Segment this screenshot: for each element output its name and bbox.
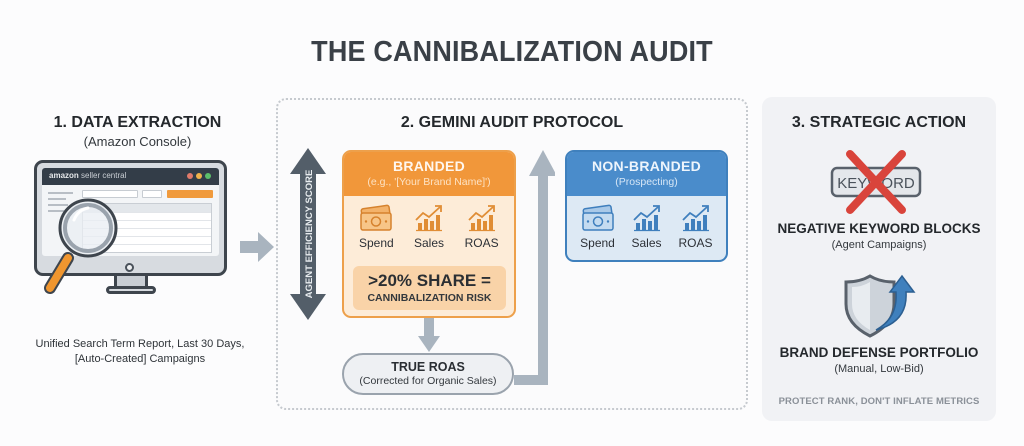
branded-metric-spend: Spend xyxy=(351,204,401,250)
diagram-title: THE CANNIBALIZATION AUDIT xyxy=(311,36,713,68)
seller-central-screen: amazon seller central xyxy=(42,168,219,256)
negative-keyword-title: NEGATIVE KEYWORD BLOCKS xyxy=(777,221,981,236)
non-branded-subtitle: (Prospecting) xyxy=(615,176,678,188)
non-branded-metric-spend: Spend xyxy=(573,204,622,250)
blocked-keyword-icon: KEYWORD xyxy=(830,150,922,214)
data-source-caption: Unified Search Term Report, Last 30 Days… xyxy=(35,338,245,365)
non-branded-metric-roas: ROAS xyxy=(671,204,720,250)
monitor-icon: amazon seller central xyxy=(34,160,227,295)
branded-title: BRANDED xyxy=(392,158,466,174)
section1-subtitle: (Amazon Console) xyxy=(83,134,192,149)
non-branded-card: NON-BRANDED (Prospecting) Spend Sales xyxy=(565,150,728,262)
svg-text:AGENT EFFICIENCY SCORE: AGENT EFFICIENCY SCORE xyxy=(304,170,315,299)
arrow-right-icon xyxy=(240,232,274,262)
section3-title: 3. STRATEGIC ACTION xyxy=(791,114,967,131)
magnifier-icon xyxy=(44,198,118,294)
section1-title: 1. DATA EXTRACTION xyxy=(53,114,222,131)
branded-subtitle: (e.g., '[Your Brand Name]') xyxy=(367,176,491,188)
true-roas-node: TRUE ROAS (Corrected for Organic Sales) xyxy=(342,353,514,395)
non-branded-metric-sales: Sales xyxy=(622,204,671,250)
window-dots-icon xyxy=(187,173,211,179)
cannibalization-risk-callout: >20% SHARE = CANNIBALIZATION RISK xyxy=(353,266,506,310)
bar-chart-up-icon xyxy=(415,205,442,232)
branded-metric-sales: Sales xyxy=(404,204,454,250)
strategic-action-panel xyxy=(762,97,996,421)
brand-defense-subtitle: (Manual, Low-Bid) xyxy=(834,363,924,375)
money-icon xyxy=(360,204,393,231)
section2-title: 2. GEMINI AUDIT PROTOCOL xyxy=(400,114,624,131)
bar-chart-up-icon xyxy=(468,205,495,232)
negative-keyword-subtitle: (Agent Campaigns) xyxy=(831,239,927,251)
money-icon xyxy=(581,204,614,231)
efficiency-double-arrow-icon: AGENT EFFICIENCY SCORE xyxy=(290,148,326,320)
arrow-down-icon xyxy=(418,318,440,352)
brand-defense-title: BRAND DEFENSE PORTFOLIO xyxy=(779,345,979,360)
non-branded-title: NON-BRANDED xyxy=(591,158,702,174)
branded-metric-roas: ROAS xyxy=(457,204,507,250)
screen-brand: amazon seller central xyxy=(49,171,127,180)
bar-chart-up-icon xyxy=(632,205,660,232)
loop-arrow-up-icon xyxy=(514,150,555,385)
bar-chart-up-icon xyxy=(681,205,709,232)
protect-rank-footer: PROTECT RANK, DON'T INFLATE METRICS xyxy=(778,396,980,407)
shield-arrow-icon xyxy=(844,274,916,338)
branded-card: BRANDED (e.g., '[Your Brand Name]') Spen… xyxy=(342,150,516,318)
